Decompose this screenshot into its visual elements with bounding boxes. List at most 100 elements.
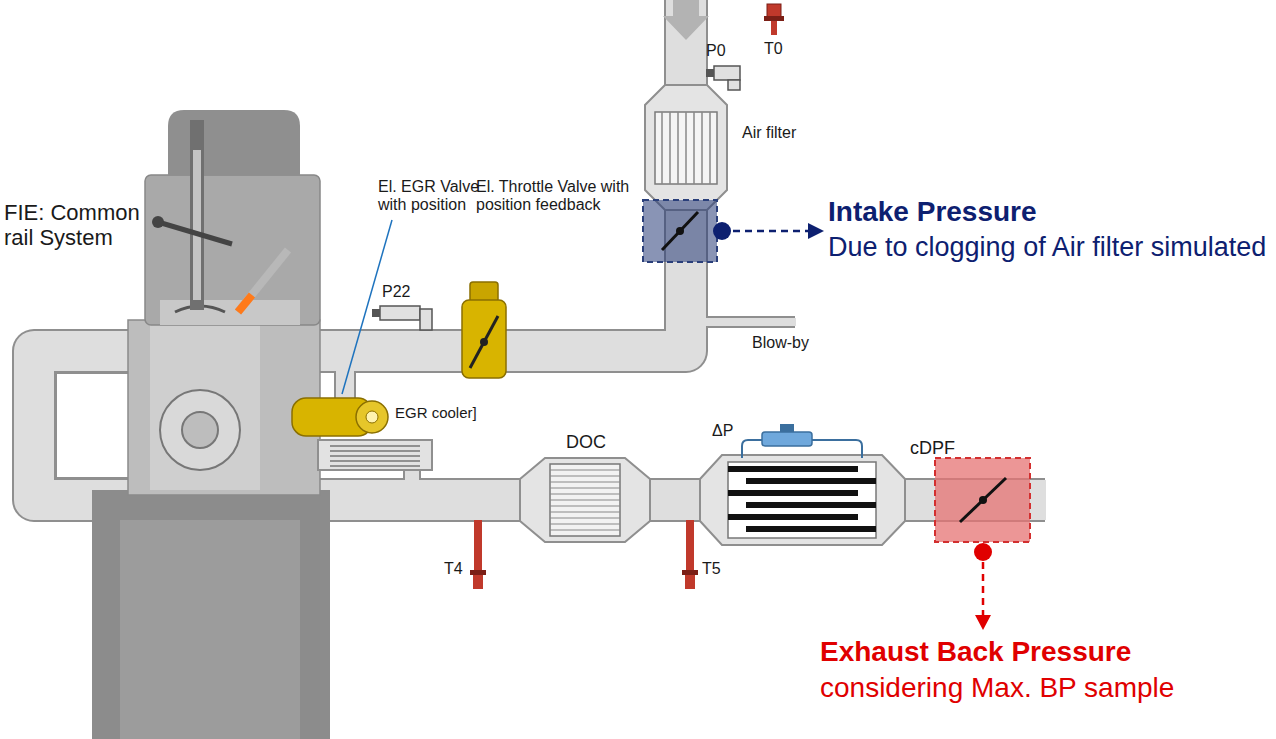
exhaust-restriction	[935, 458, 1030, 630]
dpf-filter	[728, 466, 876, 532]
pressure-sensor	[706, 66, 740, 90]
engine	[238, 295, 252, 312]
dpf-filter	[728, 514, 858, 520]
dpf-filter	[728, 466, 858, 472]
dpf-filter	[746, 478, 876, 484]
flow-arrow	[663, 0, 709, 40]
flow-arrow	[663, 0, 709, 40]
exhaust-restriction	[974, 543, 992, 561]
differential-pressure-sensor	[742, 440, 762, 458]
egr-cooler	[318, 440, 432, 470]
engine	[193, 150, 201, 300]
air-filter	[662, 112, 710, 184]
pressure-sensor	[706, 69, 714, 77]
temperature-sensor	[771, 21, 777, 35]
engine	[182, 412, 218, 448]
part-label: cDPF	[910, 438, 955, 459]
temperature-sensor	[764, 4, 784, 35]
engine	[145, 175, 320, 325]
throttle-valve	[462, 282, 506, 378]
temperature-sensor	[682, 570, 698, 575]
engine	[168, 110, 300, 175]
intake-restriction	[676, 227, 684, 235]
callout-heading: Exhaust Back Pressure	[820, 636, 1131, 668]
dpf-filter	[728, 490, 858, 496]
engine	[92, 490, 330, 739]
pipe-fill	[700, 318, 796, 326]
callout-note: considering Max. BP sample	[820, 672, 1174, 704]
dpf-filter	[728, 462, 876, 538]
throttle-valve	[462, 300, 506, 378]
temperature-sensor	[686, 520, 694, 572]
temperature-sensor	[470, 520, 486, 589]
intake-restriction	[733, 230, 808, 233]
air-filter	[645, 85, 727, 210]
temperature-sensor	[474, 520, 482, 572]
egr-cooler	[330, 446, 420, 466]
exhaust-restriction	[935, 458, 1030, 542]
sensor-label: T4	[444, 560, 463, 578]
callout-note: Due to clogging of Air filter simulated	[828, 232, 1268, 263]
engine	[120, 520, 300, 739]
sensor-label: T0	[764, 40, 783, 58]
egr-valve	[356, 401, 388, 433]
egr-cooler	[318, 440, 432, 470]
part-label: DOC	[566, 432, 606, 453]
engine	[160, 300, 300, 325]
pressure-sensor	[420, 309, 432, 330]
differential-pressure-sensor	[812, 440, 862, 458]
intake-restriction	[643, 200, 824, 262]
engine	[160, 390, 240, 470]
air-filter	[645, 85, 727, 210]
intake-restriction	[713, 222, 731, 240]
dpf-filter	[746, 526, 876, 532]
engine	[150, 325, 260, 490]
engine	[158, 222, 232, 244]
exhaust-restriction	[975, 615, 991, 630]
part-label: Blow-by	[752, 334, 809, 352]
doc-catalyst	[550, 464, 620, 536]
temperature-sensor	[470, 570, 486, 575]
intake-restriction	[643, 200, 717, 262]
doc-catalyst	[550, 470, 620, 530]
throttle-valve	[470, 282, 498, 302]
callout-heading: Intake Pressure	[828, 196, 1037, 228]
leader-line	[342, 220, 392, 394]
intake-restriction	[662, 212, 698, 250]
pressure-sensor	[714, 66, 740, 80]
temperature-sensor	[473, 575, 483, 589]
pressure-sensor	[380, 306, 420, 320]
engine	[190, 120, 204, 310]
throttle-valve	[470, 316, 498, 368]
exhaust-restriction	[979, 496, 987, 504]
pressure-sensor	[372, 306, 432, 330]
exhaust-restriction	[960, 478, 1006, 522]
temperature-sensor	[767, 4, 781, 18]
pipe-fill	[34, 0, 686, 500]
air-filter	[655, 112, 717, 184]
differential-pressure-sensor	[780, 424, 794, 432]
system-label: FIE: Common rail System	[4, 200, 142, 251]
exhaust-restriction	[982, 562, 985, 616]
sensor-label: P0	[706, 42, 726, 60]
dpf-filter	[746, 502, 876, 508]
egr-valve	[292, 398, 388, 436]
part-label: EGR cooler]	[392, 404, 480, 421]
dpf-filter	[700, 455, 905, 545]
engine	[128, 320, 320, 495]
temperature-sensor	[764, 16, 784, 21]
egr-valve	[366, 411, 378, 423]
engine	[152, 216, 164, 228]
pressure-sensor	[372, 309, 380, 317]
temperature-sensor	[685, 575, 695, 589]
sensor-label: P22	[382, 283, 410, 301]
differential-pressure-sensor	[762, 432, 812, 446]
part-label: Air filter	[742, 124, 796, 142]
throttle-valve	[480, 338, 488, 346]
pipe-outline	[700, 316, 795, 328]
sensor-label: T5	[702, 560, 721, 578]
pipe-outline	[34, 0, 686, 500]
